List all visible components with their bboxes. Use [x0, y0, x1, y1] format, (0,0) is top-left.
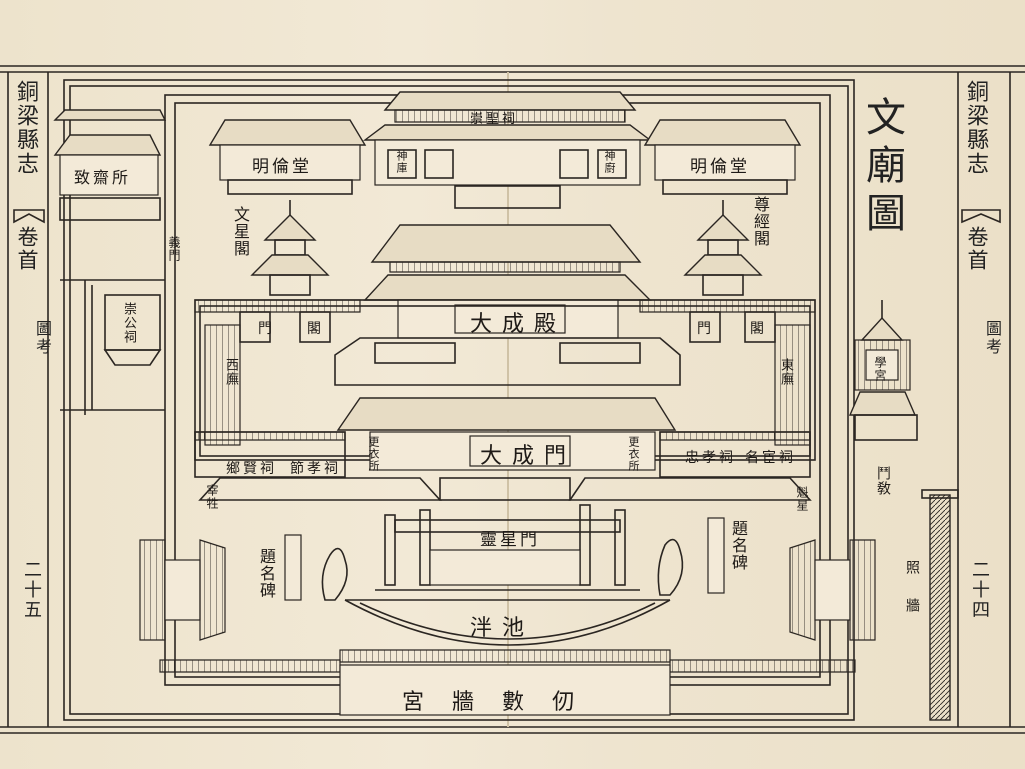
- stele-right: [657, 517, 725, 596]
- label-left-building: 崇公祠: [121, 302, 136, 344]
- right-margin-title: 銅梁縣志: [963, 80, 988, 176]
- label-zaigong: 宰牲: [205, 484, 219, 510]
- label-dacheng-dian: 大成殿: [470, 312, 567, 337]
- palace-wall: [159, 649, 856, 716]
- label-lingxing-men: 靈星門: [480, 530, 540, 550]
- label-gongqiang-shuren: 宮牆數仞: [402, 690, 603, 715]
- minglun-hall-right: [643, 119, 802, 195]
- pan-pool: [344, 599, 671, 646]
- label-dacheng-men: 大成門: [480, 444, 577, 469]
- minglun-hall-left: [208, 119, 367, 195]
- label-men-left: 門: [258, 321, 275, 337]
- stele-left: [284, 534, 348, 601]
- label-duishang: 鬥敎: [875, 466, 891, 496]
- chongsheng-hall: [362, 91, 653, 209]
- label-xuegong: 學宮: [873, 356, 887, 382]
- map-title: 文廟圖: [859, 96, 905, 240]
- kuixing-tower: [848, 300, 918, 441]
- label-chongsheng-ci: 崇聖祠: [470, 112, 519, 127]
- label-dongyi-suo: 更衣所: [367, 436, 380, 472]
- zhizhai-annex: [53, 109, 167, 221]
- label-yimen: 義門: [167, 236, 181, 262]
- label-zhaoqiang: 照牆: [904, 560, 920, 636]
- label-xiangxian-ci: 鄉賢祠: [226, 461, 277, 477]
- label-minghuan-ci: 名宦祠: [745, 450, 796, 466]
- label-minglun-tang-left: 明倫堂: [252, 157, 312, 177]
- label-timing-bei-left: 題名碑: [257, 548, 276, 599]
- label-shenku: 神庫: [395, 150, 408, 174]
- lingxing-gate: [375, 504, 640, 591]
- dacheng-gate: [194, 397, 812, 501]
- label-timing-bei-right: 題名碑: [729, 520, 748, 571]
- label-wenxing-ge: 文星閣: [231, 206, 250, 257]
- label-zhizhai-suo: 致齋所: [74, 168, 132, 187]
- left-margin-volume: 卷首: [15, 226, 39, 272]
- label-kuixing: 魁星: [795, 486, 809, 512]
- label-gengyi-suo: 更衣所: [627, 436, 640, 472]
- zunjing-pavilion: [683, 200, 763, 296]
- left-margin-page-number: 二十五: [21, 560, 42, 620]
- label-ge-left: 閣: [307, 321, 324, 337]
- screen-wall: [921, 489, 959, 721]
- label-zunjing-ge: 尊經閣: [751, 196, 770, 247]
- label-shenchu: 神廚: [603, 150, 616, 174]
- label-men-right: 門: [697, 321, 714, 337]
- left-lane: [60, 279, 165, 415]
- label-panchi: 泮池: [470, 616, 535, 641]
- right-margin-page-number: 二十四: [969, 560, 990, 620]
- right-margin-section: 圖考: [983, 320, 1002, 356]
- wenxing-pavilion: [250, 200, 330, 296]
- inner-courtyard: [194, 299, 816, 461]
- label-jiexiao-ci: 節孝祠: [290, 461, 341, 477]
- side-pavilion-left: [139, 539, 226, 641]
- label-zhongxiao-ci: 忠孝祠: [685, 450, 736, 466]
- label-xilu: 西廡: [223, 358, 238, 386]
- label-minglun-tang-right: 明倫堂: [690, 157, 750, 177]
- right-margin-volume: 卷首: [965, 226, 989, 272]
- left-margin-title: 銅梁縣志: [13, 80, 38, 176]
- side-pavilion-right: [789, 539, 876, 641]
- label-ge-right: 閣: [750, 321, 767, 337]
- page-frame: [0, 65, 1025, 734]
- label-donglu: 東廡: [778, 358, 793, 386]
